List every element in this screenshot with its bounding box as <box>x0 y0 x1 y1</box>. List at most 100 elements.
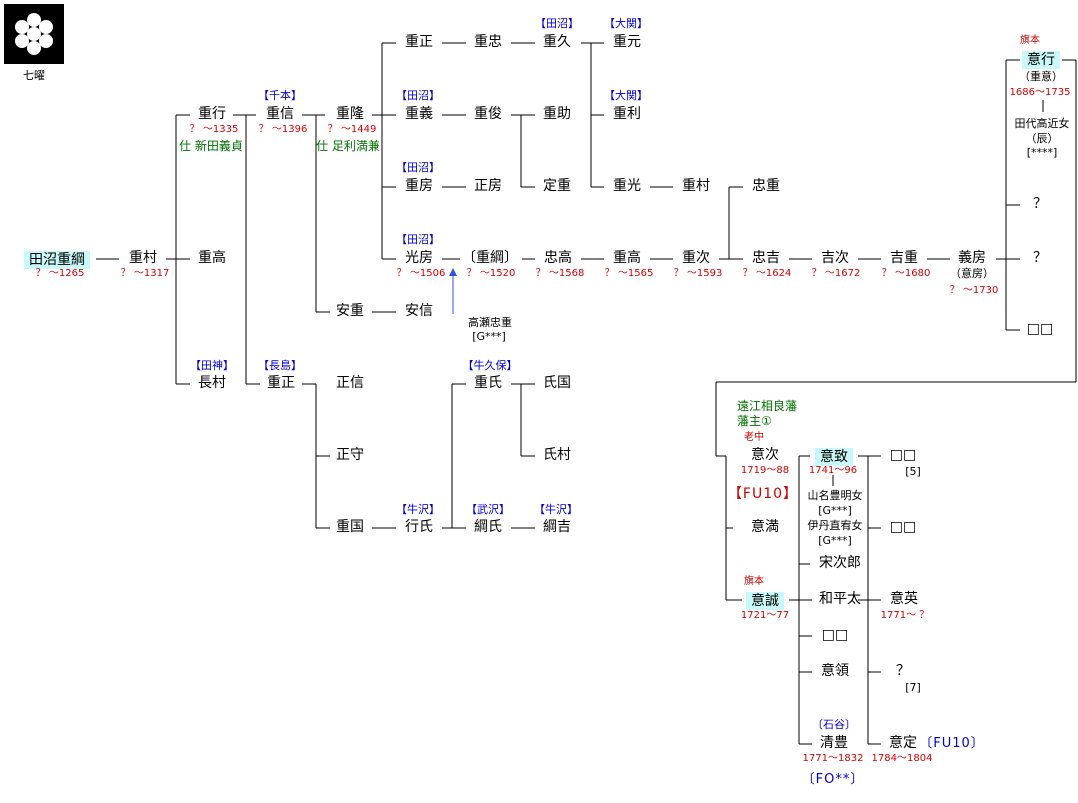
year-shigenobu: ？ ～1396 <box>258 124 308 135</box>
tag-kiyotoyo: 〔石谷〕 <box>812 718 856 731</box>
label-okisada-fu: 〔FU10〕 <box>919 736 985 751</box>
badge-okiyuki: 旗本 <box>1020 35 1040 46</box>
person-ujikuni: 氏国 <box>543 375 571 391</box>
note-sagara-1: 遠江相良藩 <box>737 399 798 413</box>
person-shigetaka-1: 重高 <box>198 250 226 266</box>
tag-shigehisa: 【田沼】 <box>535 17 579 30</box>
note-r1: [5] <box>905 465 921 478</box>
person-unknown-2: ？ <box>1033 250 1047 266</box>
year-yoshitsugu: ？ ～1672 <box>811 268 861 279</box>
year-tadataka: ？ ～1568 <box>535 268 585 279</box>
tag-shigemoto: 【大関】 <box>604 17 648 30</box>
person-shigetaka-2: 重隆 <box>336 106 364 122</box>
tag-shigeyoshi: 【田沼】 <box>396 89 440 102</box>
person-shigemura: 重村 <box>129 250 157 266</box>
person-shigemasa-nagashima: 重正 <box>267 375 295 391</box>
alias-tashiro-wife: （辰） <box>1025 132 1059 145</box>
person-takase-tadashige: 高瀬忠重 <box>468 316 512 329</box>
tag-nagamura: 【田神】 <box>190 359 234 372</box>
person-masafusa: 正房 <box>474 178 502 194</box>
year-shigeyuki: ？ ～1335 <box>189 124 239 135</box>
person-shigetsuna-2: 〔重綱〕 <box>462 250 518 266</box>
person-yasushige: 安重 <box>336 303 364 319</box>
tag-tsunayoshi: 【牛沢】 <box>534 503 578 516</box>
person-shigemasa: 重正 <box>405 34 433 50</box>
person-shigetada: 重忠 <box>474 34 502 50</box>
id-takase: [G***] <box>472 330 506 343</box>
alias-okiyuki: （重意） <box>1019 70 1063 83</box>
person-shigesuke: 重助 <box>543 106 571 122</box>
year-shigetsugu: ？ ～1593 <box>673 268 723 279</box>
year-okitomo: 1741～96 <box>808 465 858 476</box>
id-tashiro-wife: [****] <box>1026 146 1058 159</box>
tag-shigenobu: 【千本】 <box>258 89 302 102</box>
note-r: [7] <box>905 681 921 694</box>
id-itami-wife: [G***] <box>818 534 852 547</box>
person-okitsugu: 意次 <box>751 447 779 463</box>
year-tadayoshi: ？ ～1624 <box>742 268 792 279</box>
person-unknown-1: ？ <box>1033 196 1047 212</box>
year-okiyuki: 1686～1735 <box>1009 87 1071 98</box>
person-tanuma-shigetsuna: 田沼重綱 <box>24 251 90 269</box>
note-sagara-2: 藩主① <box>737 414 772 428</box>
tag-shigetoshi-2: 【大関】 <box>604 89 648 102</box>
person-shigemitsu: 重光 <box>613 178 641 194</box>
person-mitsufusa: 光房 <box>405 250 433 266</box>
year-okihide: 1771～ ？ <box>880 610 930 621</box>
person-yasunobu: 安信 <box>405 303 433 319</box>
tag-shigefusa: 【田沼】 <box>396 161 440 174</box>
crest-caption: 七曜 <box>23 69 45 82</box>
person-unknown-squares-2: □□ <box>821 627 849 643</box>
person-ujimura: 氏村 <box>543 447 571 463</box>
person-yukiuji: 行氏 <box>405 519 433 535</box>
person-nagamura: 長村 <box>198 375 226 391</box>
person-tadataka: 忠高 <box>544 250 572 266</box>
person-okimitsu: 意満 <box>751 519 779 535</box>
year-okisada: 1784～1804 <box>871 753 933 764</box>
person-itami-wife: 伊丹直宥女 <box>807 519 863 532</box>
year-okinobu: 1721～77 <box>740 610 790 621</box>
person-shigetaka-3: 重高 <box>613 250 641 266</box>
tag-shigemasa-nagashima: 【長島】 <box>258 359 302 372</box>
person-okihide: 意英 <box>890 591 918 607</box>
year-shigetaka-2: ？ ～1449 <box>327 124 377 135</box>
person-shigetsugu: 重次 <box>682 250 710 266</box>
tag-shigeuji: 【牛久保】 <box>462 359 518 372</box>
person-shigetoshi-2: 重利 <box>613 106 641 122</box>
tag-yukiuji: 【牛沢】 <box>396 503 440 516</box>
person-yoshishige: 吉重 <box>890 250 918 266</box>
year-shigetsuna-2: ？ ～1520 <box>466 268 516 279</box>
person-yamana-wife: 山名豊明女 <box>807 489 863 502</box>
alias-yoshifusa: （意房） <box>950 267 994 280</box>
tag-mitsufusa: 【田沼】 <box>396 233 440 246</box>
person-shigeyoshi: 重義 <box>405 106 433 122</box>
person-okitomo: 意致 <box>815 448 853 466</box>
person-sadashige: 定重 <box>543 178 571 194</box>
person-sojiro: 宋次郎 <box>819 555 861 571</box>
person-shigekuni: 重国 <box>336 519 364 535</box>
person-okinobu: 意誠 <box>746 592 784 610</box>
year-yoshishige: ？ ～1680 <box>881 268 931 279</box>
tag-tsunauji: 【武沢】 <box>466 503 510 516</box>
year-okitsugu: 1719～88 <box>740 465 790 476</box>
person-shigehisa: 重久 <box>543 34 571 50</box>
badge-okitsugu: 老中 <box>744 432 764 443</box>
year-yoshifusa: ？ ～1730 <box>949 285 999 296</box>
person-masanori: 正信 <box>336 375 364 391</box>
person-shigeuji: 重氏 <box>474 375 502 391</box>
year-kiyotoyo: 1771～1832 <box>802 753 864 764</box>
person-tsunauji: 綱氏 <box>474 519 502 535</box>
person-unknown-squares-1: □□ <box>1026 321 1054 337</box>
person-shigeyuki: 重行 <box>198 106 226 122</box>
person-kiyotoyo: 清豊 <box>820 735 848 751</box>
person-tadashige: 忠重 <box>752 178 780 194</box>
person-unknown-squares-r2: □□ <box>889 519 917 535</box>
year-shigetsuna: ？ ～1265 <box>35 268 85 279</box>
person-okisada: 意定 <box>889 735 917 751</box>
person-unknown-squares-r1: □□ <box>889 447 917 463</box>
label-okitsugu-fu: 【FU10】 <box>727 486 799 502</box>
person-shigefusa: 重房 <box>405 178 433 194</box>
label-kiyotoyo-fo: 〔FO**〕 <box>801 772 865 787</box>
person-shigenobu: 重信 <box>266 106 294 122</box>
